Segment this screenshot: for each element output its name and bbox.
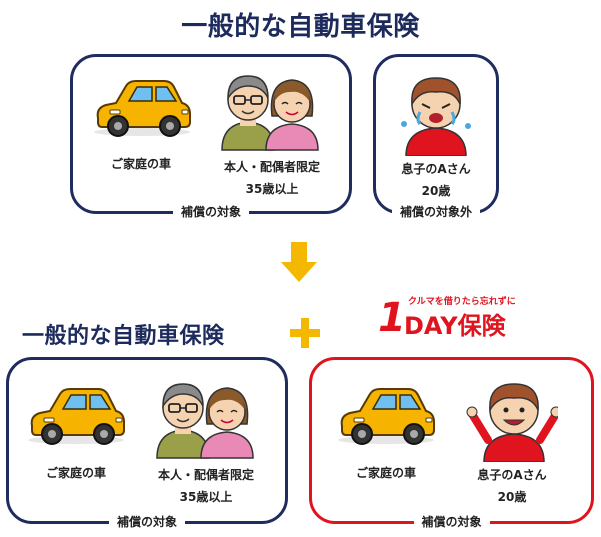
happy-son-icon bbox=[466, 370, 558, 462]
bottom-right-car-label: ご家庭の車 bbox=[355, 466, 417, 480]
top-title: 一般的な自動車保険 bbox=[181, 12, 420, 42]
top-car-label: ご家庭の車 bbox=[110, 157, 172, 171]
oneday-logo: クルマを借りたら忘れずに 1 DAY保険 bbox=[376, 294, 526, 346]
top-excluded-caption: 補償の対象外 bbox=[391, 203, 481, 220]
car-icon bbox=[93, 80, 191, 137]
car-icon bbox=[337, 388, 435, 445]
bottom-left-car-label: ご家庭の車 bbox=[45, 466, 107, 480]
bottom-left-caption: 補償の対象 bbox=[108, 513, 186, 530]
oneday-text: DAY保険 bbox=[404, 312, 506, 340]
car-icon bbox=[27, 388, 125, 445]
bottom-right-caption: 補償の対象 bbox=[413, 513, 490, 530]
crying-son-icon bbox=[399, 76, 473, 156]
bottom-left-title: 一般的な自動車保険 bbox=[22, 324, 225, 349]
top-person-label: 本人・配偶者限定 35歳以上 bbox=[223, 160, 321, 196]
bottom-left-person-label: 本人・配偶者限定 35歳以上 bbox=[157, 468, 255, 504]
plus-icon bbox=[290, 318, 320, 348]
top-covered-caption: 補償の対象 bbox=[172, 203, 250, 220]
down-arrow-icon bbox=[281, 242, 317, 282]
bottom-right-son-label: 息子のAさん 20歳 bbox=[477, 468, 547, 504]
couple-icon bbox=[156, 383, 254, 459]
top-son-label: 息子のAさん 20歳 bbox=[401, 162, 471, 198]
oneday-digit: 1 bbox=[378, 295, 406, 341]
couple-icon bbox=[221, 75, 319, 151]
oneday-tagline: クルマを借りたら忘れずに bbox=[408, 297, 516, 307]
